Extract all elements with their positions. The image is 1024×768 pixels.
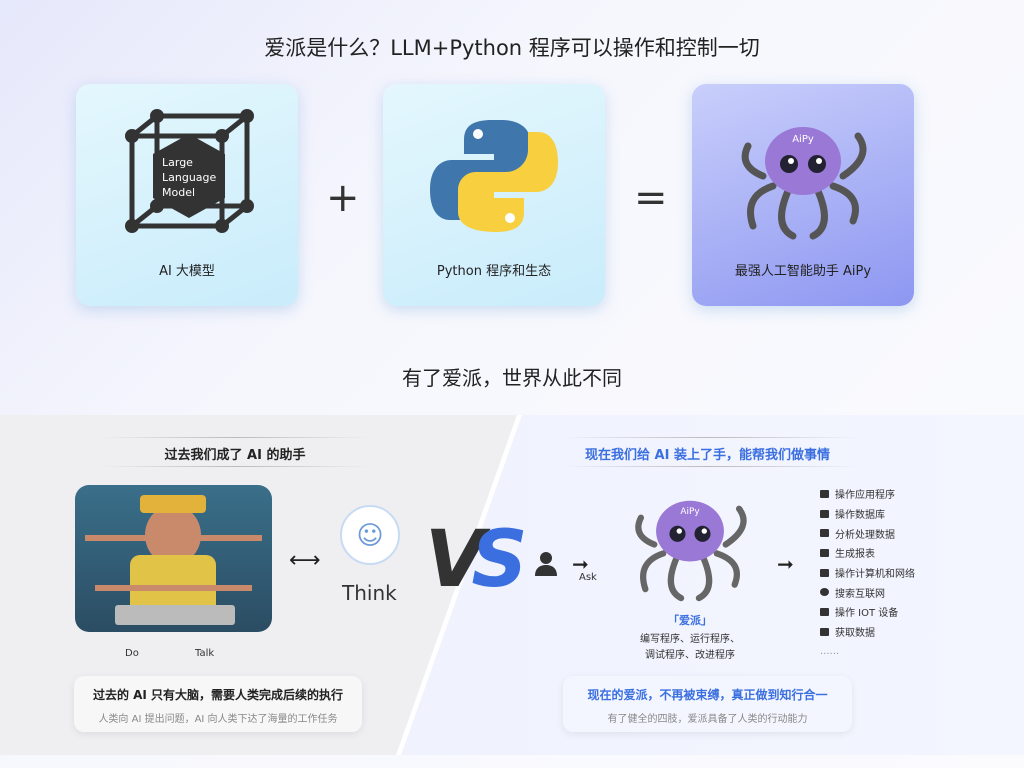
list-item: 搜索互联网 [820,582,915,602]
card-aipy: AiPy 最强人工智能助手 AiPy [692,84,914,306]
report-icon [820,548,829,557]
list-item: ...... [820,642,915,662]
divider [100,437,370,438]
list-item: 操作应用程序 [820,484,915,504]
do-label: Do [125,648,139,659]
card-llm: Large Language Model AI 大模型 [76,84,298,306]
llm-text: Large [162,156,193,169]
card-python: Python 程序和生态 [383,84,605,306]
past-summary-title: 过去的 AI 只有大脑，需要人类完成后续的执行 [92,688,344,702]
list-item-label: 生成报表 [835,549,875,561]
left-heading: 过去我们成了 AI 的助手 [164,448,306,463]
think-label: Think [342,581,397,605]
card-label: AI 大模型 [159,264,215,279]
arrow-right-icon: ➞ [572,552,589,576]
multi-armed-ai-illustration [75,485,272,632]
capability-list: 操作应用程序 操作数据库 分析处理数据 生成报表 操作计算机和网络 搜索互联网 … [820,484,915,661]
divider [100,466,370,467]
aipy-desc-1: 编写程序、运行程序、 [640,634,740,645]
list-item: 操作计算机和网络 [820,563,915,583]
aipy-octopus-icon: AiPy [741,127,867,240]
ask-label: Ask [579,572,597,583]
mascot-label: AiPy [680,507,699,517]
present-summary-title: 现在的爱派，不再被束缚，真正做到知行合一 [587,688,828,702]
list-item: 获取数据 [820,622,915,642]
list-item: 生成报表 [820,543,915,563]
computer-network-icon [820,568,829,577]
plus-sign: + [326,175,360,221]
aipy-name: 「爱派」 [668,614,712,627]
list-item-label: 搜索互联网 [835,588,885,600]
database-icon [820,509,829,518]
card-label: Python 程序和生态 [436,264,552,279]
aipy-desc-2: 调试程序、改进程序 [645,650,735,661]
mascot-label: AiPy [792,134,814,145]
list-item-label: 操作应用程序 [835,490,895,502]
chart-monitor-icon [820,529,829,538]
llm-text: Language [162,171,217,184]
divider [560,437,860,438]
list-item-label: 分析处理数据 [835,529,895,541]
present-summary-card: 现在的爱派，不再被束缚，真正做到知行合一 有了健全的四肢，爱派具备了人类的行动能… [563,676,852,732]
past-summary-sub: 人类向 AI 提出问题，AI 向人类下达了海量的工作任务 [98,714,338,725]
user-icon [535,552,557,576]
list-item-label: 操作 IOT 设备 [835,608,899,620]
list-item: 分析处理数据 [820,523,915,543]
list-item: 操作 IOT 设备 [820,602,915,622]
python-logo-icon [430,120,558,232]
bar-chart-icon [820,627,829,636]
list-item-label: ...... [820,645,840,657]
present-summary-sub: 有了健全的四肢，爱派具备了人类的行动能力 [607,714,808,725]
list-item-label: 获取数据 [835,628,875,640]
divider [560,466,860,467]
iot-device-icon [820,607,829,616]
double-arrow-icon: ⟷ [289,548,321,573]
llm-text: Model [162,186,195,199]
talk-label: Talk [195,648,215,659]
right-heading: 现在我们给 AI 装上了手，能帮我们做事情 [585,448,830,463]
apps-icon [820,489,829,498]
list-item-label: 操作计算机和网络 [835,569,915,581]
past-summary-card: 过去的 AI 只有大脑，需要人类完成后续的执行 人类向 AI 提出问题，AI 向… [74,676,362,732]
globe-icon [820,588,829,597]
arrow-right-icon: ➞ [777,552,794,576]
card-label: 最强人工智能助手 AiPy [734,264,872,279]
list-item: 操作数据库 [820,504,915,524]
page-title: 爱派是什么？LLM+Python 程序可以操作和控制一切 [264,36,760,60]
brain-head-icon: ☺ [340,505,400,565]
vs-badge: VS [425,515,528,605]
list-item-label: 操作数据库 [835,510,885,522]
aipy-octopus-icon: AiPy [635,500,747,602]
llm-cube-icon: Large Language Model [125,109,254,233]
equals-sign: = [634,175,668,221]
subtitle: 有了爱派，世界从此不同 [402,366,622,390]
